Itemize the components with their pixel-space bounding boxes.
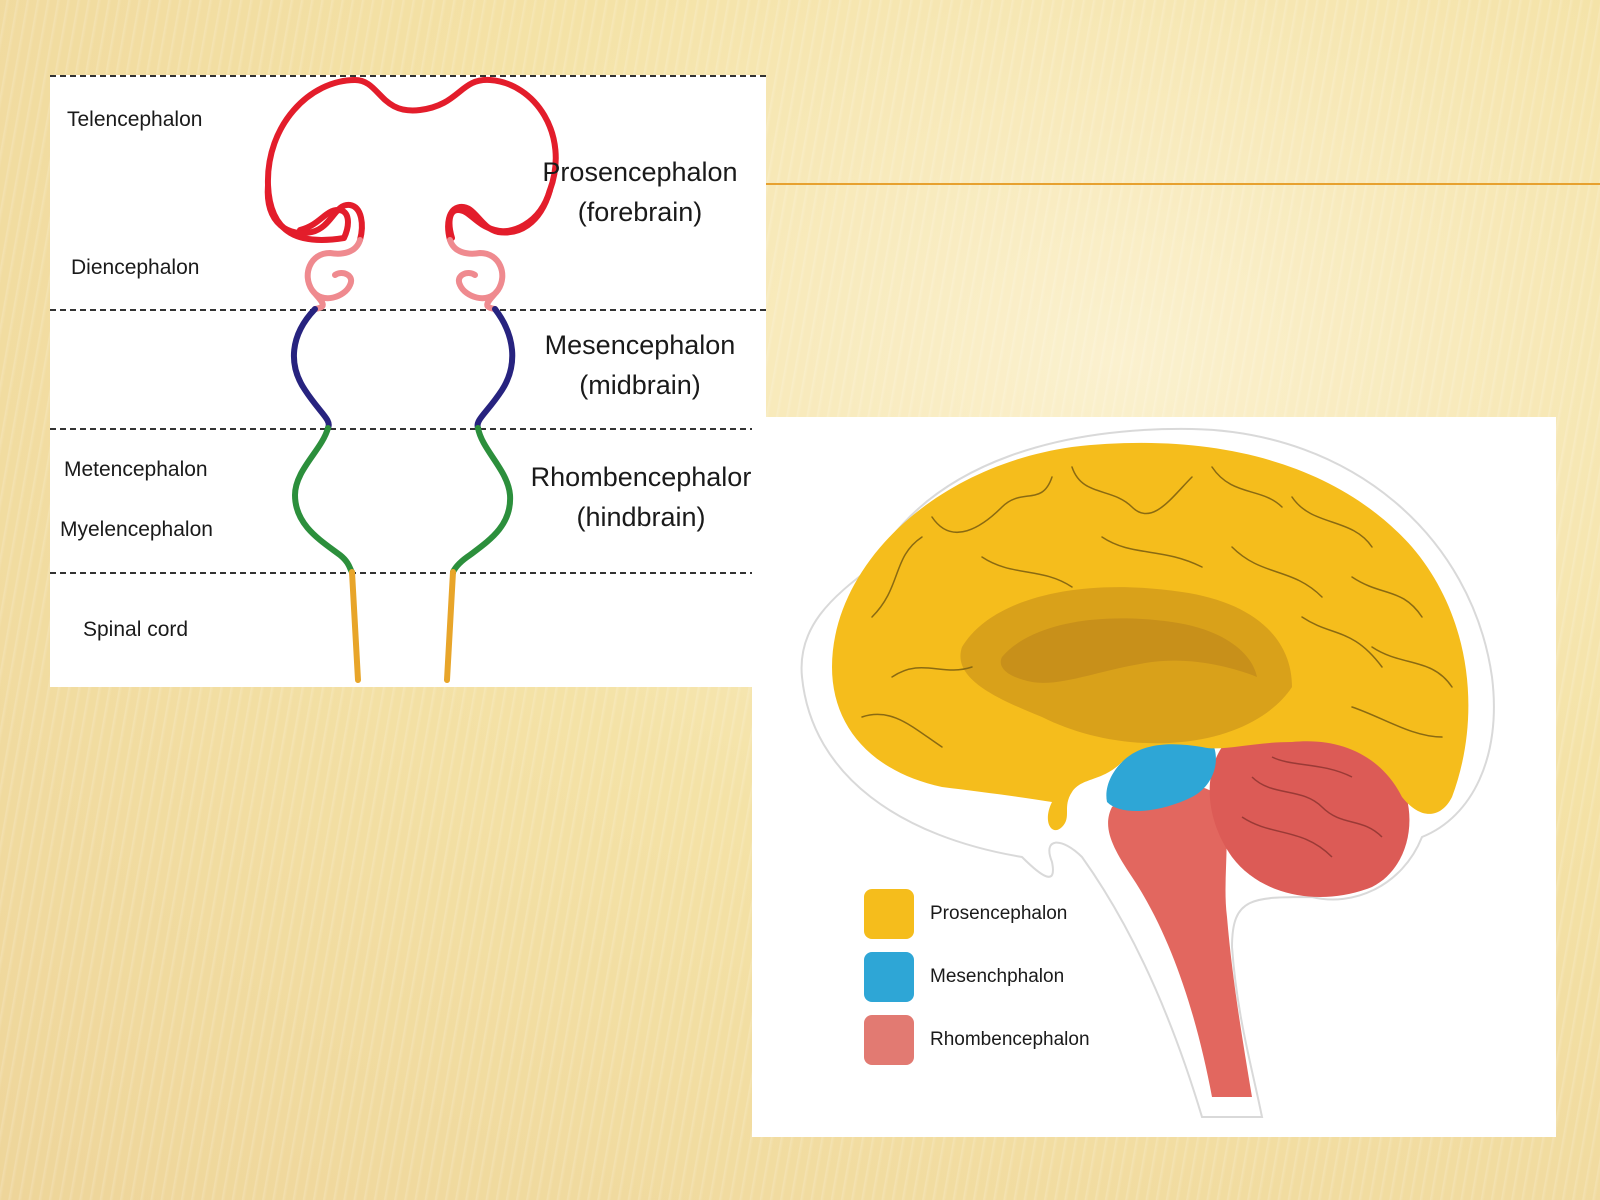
prosencephalon-heading: Prosencephalon (forebrain) (520, 152, 760, 232)
title-divider-line (766, 183, 1600, 185)
rhombencephalon-left-wall (291, 425, 355, 575)
spinal-cord-label: Spinal cord (83, 618, 189, 641)
telencephalon-vesicle (264, 76, 559, 243)
rhombencephalon-right-wall (450, 425, 514, 575)
rhombencephalon-heading: Rhombencephalor (hindbrain) (516, 457, 766, 537)
diencephalon-label: Diencephalon (71, 256, 200, 279)
prosencephalon-common-name: (forebrain) (577, 197, 703, 227)
mesencephalon-common-name: (midbrain) (579, 370, 701, 400)
legend-label-mesencephalon: Mesenchphalon (930, 966, 1065, 987)
mesencephalon-left-wall (290, 306, 332, 431)
prosencephalon-name: Prosencephalon (542, 157, 738, 187)
divider-mesencephalon-rhombencephalon (50, 428, 766, 430)
brainstem-shape (1108, 783, 1252, 1097)
legend-label-prosencephalon: Prosencephalon (930, 903, 1068, 924)
diencephalon-vesicle (304, 237, 363, 312)
vesicle-diagram-panel: Telencephalon Diencephalon Metencephalon… (50, 75, 766, 687)
legend-swatch-rhombencephalon (864, 1015, 914, 1065)
mesencephalon-name: Mesencephalon (544, 330, 736, 360)
legend-swatch-mesencephalon (864, 952, 914, 1002)
mesencephalon-heading: Mesencephalon (midbrain) (520, 325, 760, 405)
legend-label-rhombencephalon: Rhombencephalon (930, 1029, 1090, 1050)
legend-swatch-prosencephalon (864, 889, 914, 939)
rhombencephalon-common-name: (hindbrain) (576, 502, 706, 532)
divider-rhombencephalon-spinal (50, 572, 766, 574)
brain-illustration-panel: Prosencephalon Mesenchphalon Rhombenceph… (752, 417, 1556, 1137)
cerebellum-shape (1209, 728, 1410, 897)
spinal-cord-left-wall (349, 569, 361, 683)
neural-tube-drawing (264, 76, 559, 683)
brain-sagittal-illustration (800, 427, 1495, 1118)
spinal-cord-right-wall (444, 569, 456, 683)
mesencephalon-right-wall (474, 306, 516, 431)
metencephalon-label: Metencephalon (64, 458, 208, 481)
midbrain-shape (1106, 737, 1216, 812)
divider-prosencephalon-mesencephalon (50, 309, 766, 311)
myelencephalon-label: Myelencephalon (60, 518, 213, 541)
rhombencephalon-name: Rhombencephalor (530, 462, 752, 492)
telencephalon-label: Telencephalon (67, 108, 203, 131)
divider-top (50, 75, 766, 77)
